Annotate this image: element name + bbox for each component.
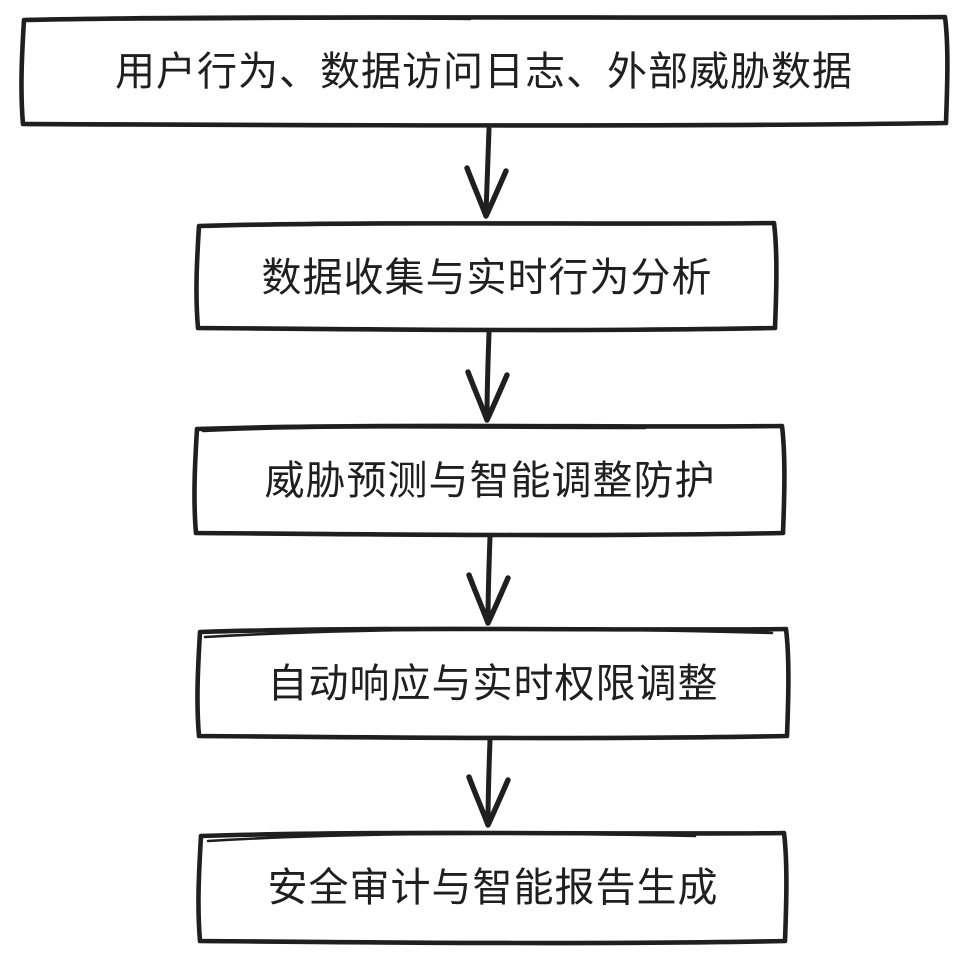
node-auto-response: 自动响应与实时权限调整 (195, 626, 791, 741)
node-security-audit-label: 安全审计与智能报告生成 (268, 865, 719, 911)
node-security-audit-border-accent (206, 832, 697, 843)
arrow-head-icon (466, 774, 511, 828)
arrow-head-icon (464, 165, 509, 219)
arrow-prediction-to-response (466, 534, 511, 626)
arrow-shaft (483, 126, 492, 216)
node-data-sources-border-accent (25, 17, 472, 21)
node-data-sources: 用户行为、数据访问日志、外部威胁数据 (19, 14, 950, 128)
node-data-collection-label: 数据收集与实时行为分析 (262, 255, 713, 301)
node-auto-response-border-accent (203, 627, 774, 639)
node-data-collection: 数据收集与实时行为分析 (194, 220, 779, 333)
node-auto-response-label: 自动响应与实时权限调整 (268, 661, 719, 707)
arrow-response-to-audit (466, 737, 511, 828)
arrow-head-icon (465, 369, 510, 423)
node-security-audit: 安全审计与智能报告生成 (196, 830, 789, 946)
arrow-shaft (485, 737, 493, 825)
arrow-shaft (484, 330, 492, 420)
arrow-shaft (485, 534, 493, 623)
node-threat-prediction: 威胁预测与智能调整防护 (192, 423, 787, 538)
node-threat-prediction-label: 威胁预测与智能调整防护 (265, 458, 716, 504)
node-threat-prediction-border (192, 423, 787, 538)
node-data-sources-label: 用户行为、数据访问日志、外部威胁数据 (115, 49, 853, 95)
node-threat-prediction-border-accent (201, 425, 647, 433)
arrow-sources-to-collection (464, 126, 509, 219)
node-data-collection-border (194, 220, 779, 333)
arrow-head-icon (466, 572, 511, 626)
arrow-collection-to-prediction (465, 330, 510, 423)
